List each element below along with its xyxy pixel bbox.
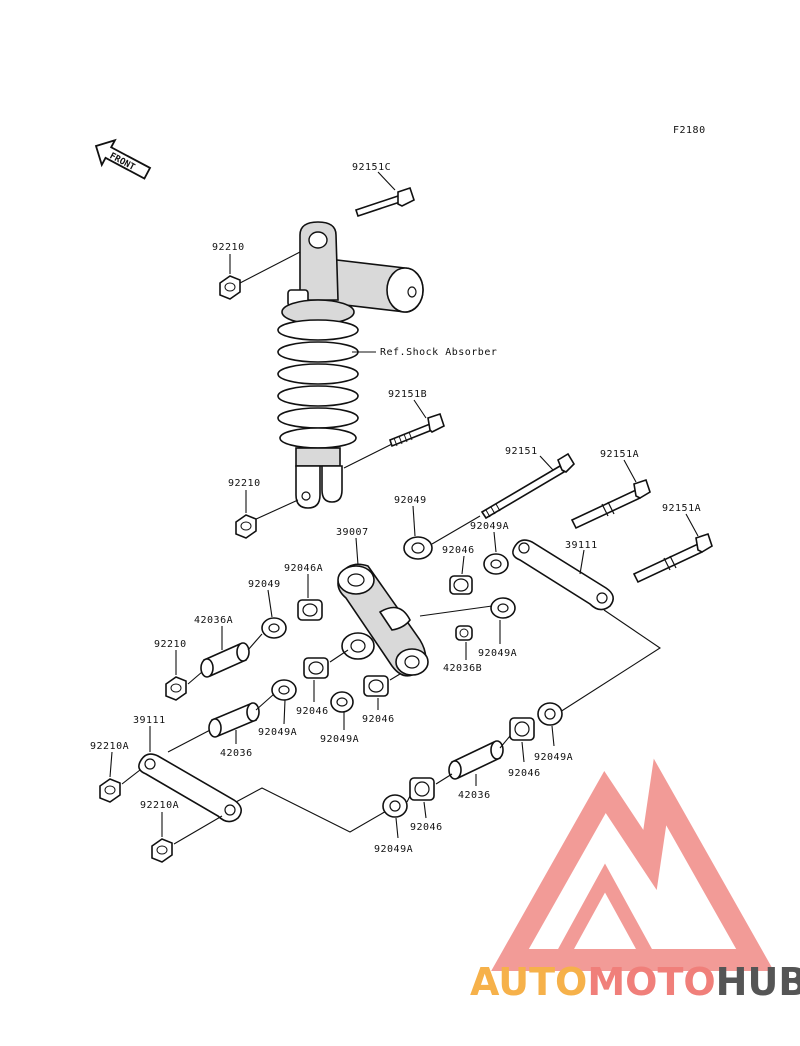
label-39111-right: 39111 bbox=[565, 540, 598, 551]
label-92049-upper: 92049 bbox=[394, 495, 427, 506]
figure-code: F2180 bbox=[673, 125, 706, 136]
tie-rod-39111-right bbox=[512, 539, 614, 611]
bolt-92151 bbox=[480, 452, 576, 520]
ref-shock-absorber-label: Ref.Shock Absorber bbox=[380, 347, 497, 358]
shock-absorber bbox=[277, 221, 424, 509]
label-92210-left: 92210 bbox=[154, 639, 187, 650]
bearing-92046-right bbox=[509, 717, 535, 741]
watermark-text: AUTOMOTOHUB bbox=[470, 960, 800, 1004]
watermark-triangle-icon bbox=[491, 758, 774, 971]
bearing-92046-mid1 bbox=[303, 657, 329, 679]
nut-92210-left bbox=[165, 676, 187, 701]
label-92046-mid2: 92046 bbox=[362, 714, 395, 725]
label-92151a-2: 92151A bbox=[662, 503, 701, 514]
collar-42036-left bbox=[208, 702, 260, 738]
nut-92210a-1 bbox=[99, 778, 121, 803]
washer-92049a-right bbox=[490, 597, 516, 619]
label-92210a-2: 92210A bbox=[140, 800, 179, 811]
label-92049a-low: 92049A bbox=[320, 734, 359, 745]
label-92049a-right: 92049A bbox=[478, 648, 517, 659]
washer-92049a-mid bbox=[271, 679, 297, 701]
label-92210-mid: 92210 bbox=[228, 478, 261, 489]
watermark-moto: MOTO bbox=[587, 960, 715, 1004]
label-42036-left: 42036 bbox=[220, 748, 253, 759]
label-92046-bottom: 92046 bbox=[410, 822, 443, 833]
label-92049a-bottom: 92049A bbox=[374, 844, 413, 855]
washer-92049a-bottom bbox=[382, 794, 408, 818]
label-92049a-mid: 92049A bbox=[258, 727, 297, 738]
tie-rod-39111-left bbox=[138, 753, 242, 823]
automotohub-logo bbox=[491, 758, 774, 971]
bolt-92151a-2 bbox=[632, 532, 713, 584]
nut-92210-top bbox=[219, 275, 241, 300]
label-92210a-1: 92210A bbox=[90, 741, 129, 752]
collar-42036-right bbox=[448, 740, 504, 780]
label-92046-right: 92046 bbox=[508, 768, 541, 779]
label-42036-right: 42036 bbox=[458, 790, 491, 801]
label-92049a-upper: 92049A bbox=[470, 521, 509, 532]
label-92049a-far: 92049A bbox=[534, 752, 573, 763]
label-92151a-1: 92151A bbox=[600, 449, 639, 460]
nut-92210a-2 bbox=[151, 838, 173, 863]
bearing-92046a bbox=[297, 599, 323, 621]
label-39007: 39007 bbox=[336, 527, 369, 538]
watermark-auto: AUTO bbox=[470, 960, 587, 1004]
watermark-hub: HUB bbox=[716, 960, 800, 1004]
washer-92049-left bbox=[261, 617, 287, 639]
bearing-92046-upper bbox=[449, 575, 473, 595]
bolt-92151b bbox=[389, 412, 445, 448]
washer-92049a-upper bbox=[483, 553, 509, 575]
washer-92049a-far bbox=[537, 702, 563, 726]
label-92151c: 92151C bbox=[352, 162, 391, 173]
bolt-92151a-1 bbox=[570, 478, 651, 530]
bearing-92046-bottom bbox=[409, 777, 435, 801]
label-92046-mid1: 92046 bbox=[296, 706, 329, 717]
label-42036a: 42036A bbox=[194, 615, 233, 626]
label-39111-left: 39111 bbox=[133, 715, 166, 726]
front-arrow-icon: FRONT bbox=[94, 138, 152, 180]
bearing-92046-mid2 bbox=[363, 675, 389, 697]
washer-92049-upper bbox=[403, 536, 433, 560]
label-92049-left: 92049 bbox=[248, 579, 281, 590]
washer-92049a-low bbox=[330, 691, 354, 713]
bolt-92151c bbox=[354, 186, 415, 218]
label-92046-upper: 92046 bbox=[442, 545, 475, 556]
label-42036b: 42036B bbox=[443, 663, 482, 674]
collar-42036b bbox=[455, 625, 473, 641]
label-92151b: 92151B bbox=[388, 389, 427, 400]
label-92210-top: 92210 bbox=[212, 242, 245, 253]
nut-92210-mid bbox=[235, 514, 257, 539]
label-92151: 92151 bbox=[505, 446, 538, 457]
collar-42036a bbox=[200, 642, 250, 678]
label-92046a: 92046A bbox=[284, 563, 323, 574]
rocker-arm-39007 bbox=[337, 563, 429, 677]
